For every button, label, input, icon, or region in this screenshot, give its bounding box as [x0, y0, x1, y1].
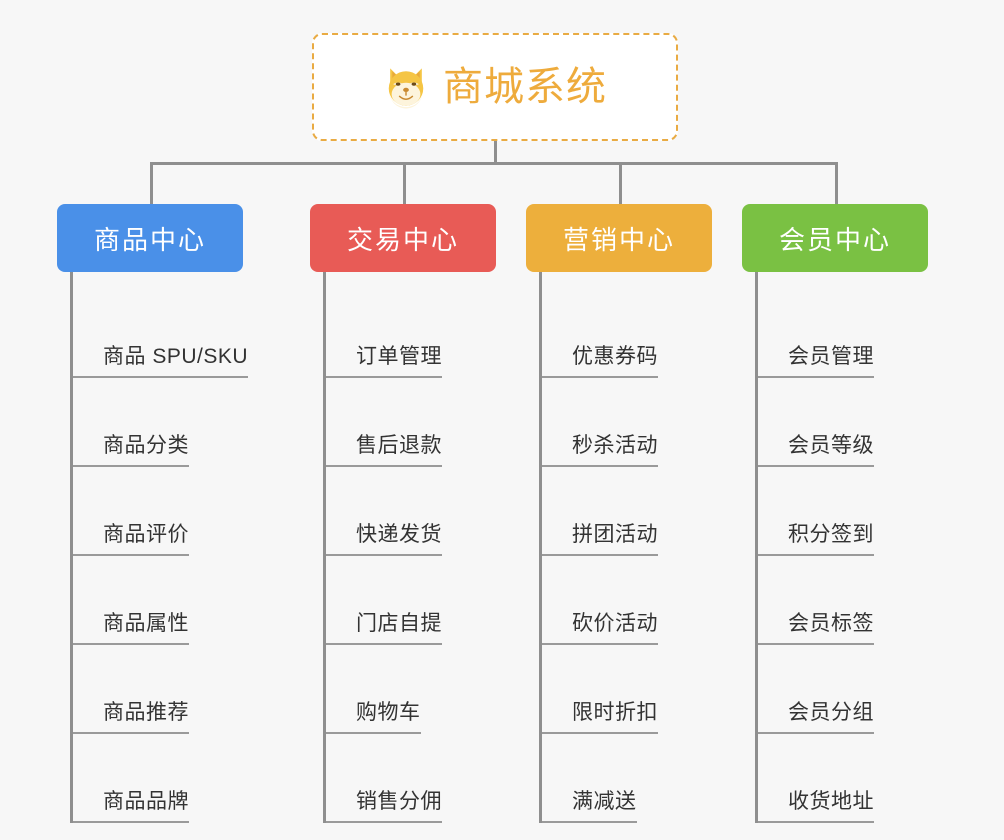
leaf-list-1: 商品 SPU/SKU 商品分类 商品评价 商品属性 商品推荐 商品品牌 [70, 272, 249, 823]
branch-column-4: 会员中心 会员管理 会员等级 积分签到 会员标签 会员分组 收货地址 [742, 204, 928, 823]
list-item[interactable]: 会员等级 [758, 378, 928, 467]
leaf-list-2: 订单管理 售后退款 快递发货 门店自提 购物车 销售分佣 [323, 272, 496, 823]
connector-drop-4 [835, 162, 838, 207]
leaf-label: 商品属性 [73, 607, 189, 645]
branch-header-1-label: 商品中心 [93, 224, 206, 255]
list-item[interactable]: 砍价活动 [542, 556, 712, 645]
connector-drop-2 [403, 162, 406, 207]
leaf-label: 会员等级 [758, 429, 874, 467]
leaf-label: 商品品牌 [73, 785, 189, 823]
root-node-mall-system[interactable]: 商城系统 [312, 33, 678, 141]
list-item[interactable]: 商品品牌 [73, 734, 243, 823]
list-item[interactable]: 限时折扣 [542, 645, 712, 734]
list-item[interactable]: 门店自提 [326, 556, 496, 645]
leaf-label: 优惠券码 [542, 340, 658, 378]
root-node-label: 商城系统 [443, 65, 607, 109]
branch-header-3[interactable]: 营销中心 [526, 204, 712, 272]
leaf-label: 售后退款 [326, 429, 442, 467]
leaf-label: 积分签到 [758, 518, 874, 556]
leaf-label: 会员分组 [758, 696, 874, 734]
leaf-label: 收货地址 [758, 785, 874, 823]
list-item[interactable]: 秒杀活动 [542, 378, 712, 467]
leaf-label: 门店自提 [326, 607, 442, 645]
list-item[interactable]: 快递发货 [326, 467, 496, 556]
leaf-label: 销售分佣 [326, 785, 442, 823]
leaf-list-3: 优惠券码 秒杀活动 拼团活动 砍价活动 限时折扣 满减送 [539, 272, 712, 823]
leaf-label: 快递发货 [326, 518, 442, 556]
list-item[interactable]: 会员标签 [758, 556, 928, 645]
branch-header-4-label: 会员中心 [778, 224, 891, 255]
list-item[interactable]: 满减送 [542, 734, 712, 823]
list-item[interactable]: 商品属性 [73, 556, 243, 645]
leaf-label: 商品分类 [73, 429, 189, 467]
list-item[interactable]: 积分签到 [758, 467, 928, 556]
list-item[interactable]: 拼团活动 [542, 467, 712, 556]
list-item[interactable]: 商品 SPU/SKU [73, 272, 249, 378]
leaf-list-4: 会员管理 会员等级 积分签到 会员标签 会员分组 收货地址 [755, 272, 928, 823]
branch-header-1[interactable]: 商品中心 [57, 204, 243, 272]
leaf-label: 商品 SPU/SKU [73, 340, 249, 378]
branch-column-1: 商品中心 商品 SPU/SKU 商品分类 商品评价 商品属性 商品推荐 商品品牌 [57, 204, 249, 823]
connector-root-stem [494, 141, 497, 165]
leaf-label: 秒杀活动 [542, 429, 658, 467]
list-item[interactable]: 会员管理 [758, 272, 928, 378]
leaf-label: 限时折扣 [542, 696, 658, 734]
list-item[interactable]: 收货地址 [758, 734, 928, 823]
leaf-label: 商品评价 [73, 518, 189, 556]
branch-header-3-label: 营销中心 [562, 224, 675, 255]
list-item[interactable]: 商品分类 [73, 378, 243, 467]
leaf-label: 满减送 [542, 785, 637, 823]
leaf-label: 购物车 [326, 696, 421, 734]
leaf-label: 商品推荐 [73, 696, 189, 734]
list-item[interactable]: 购物车 [326, 645, 496, 734]
branch-header-2[interactable]: 交易中心 [310, 204, 496, 272]
list-item[interactable]: 商品推荐 [73, 645, 243, 734]
branch-column-3: 营销中心 优惠券码 秒杀活动 拼团活动 砍价活动 限时折扣 满减送 [526, 204, 712, 823]
connector-horizontal-bus [150, 162, 838, 165]
branch-column-2: 交易中心 订单管理 售后退款 快递发货 门店自提 购物车 销售分佣 [310, 204, 496, 823]
branch-header-2-label: 交易中心 [346, 224, 459, 255]
shiba-dog-face-icon [383, 64, 429, 110]
list-item[interactable]: 销售分佣 [326, 734, 496, 823]
list-item[interactable]: 商品评价 [73, 467, 243, 556]
leaf-label: 拼团活动 [542, 518, 658, 556]
list-item[interactable]: 售后退款 [326, 378, 496, 467]
list-item[interactable]: 订单管理 [326, 272, 496, 378]
leaf-label: 会员管理 [758, 340, 874, 378]
leaf-label: 订单管理 [326, 340, 442, 378]
list-item[interactable]: 优惠券码 [542, 272, 712, 378]
connector-drop-3 [619, 162, 622, 207]
connector-drop-1 [150, 162, 153, 207]
list-item[interactable]: 会员分组 [758, 645, 928, 734]
leaf-label: 会员标签 [758, 607, 874, 645]
leaf-label: 砍价活动 [542, 607, 658, 645]
branch-header-4[interactable]: 会员中心 [742, 204, 928, 272]
